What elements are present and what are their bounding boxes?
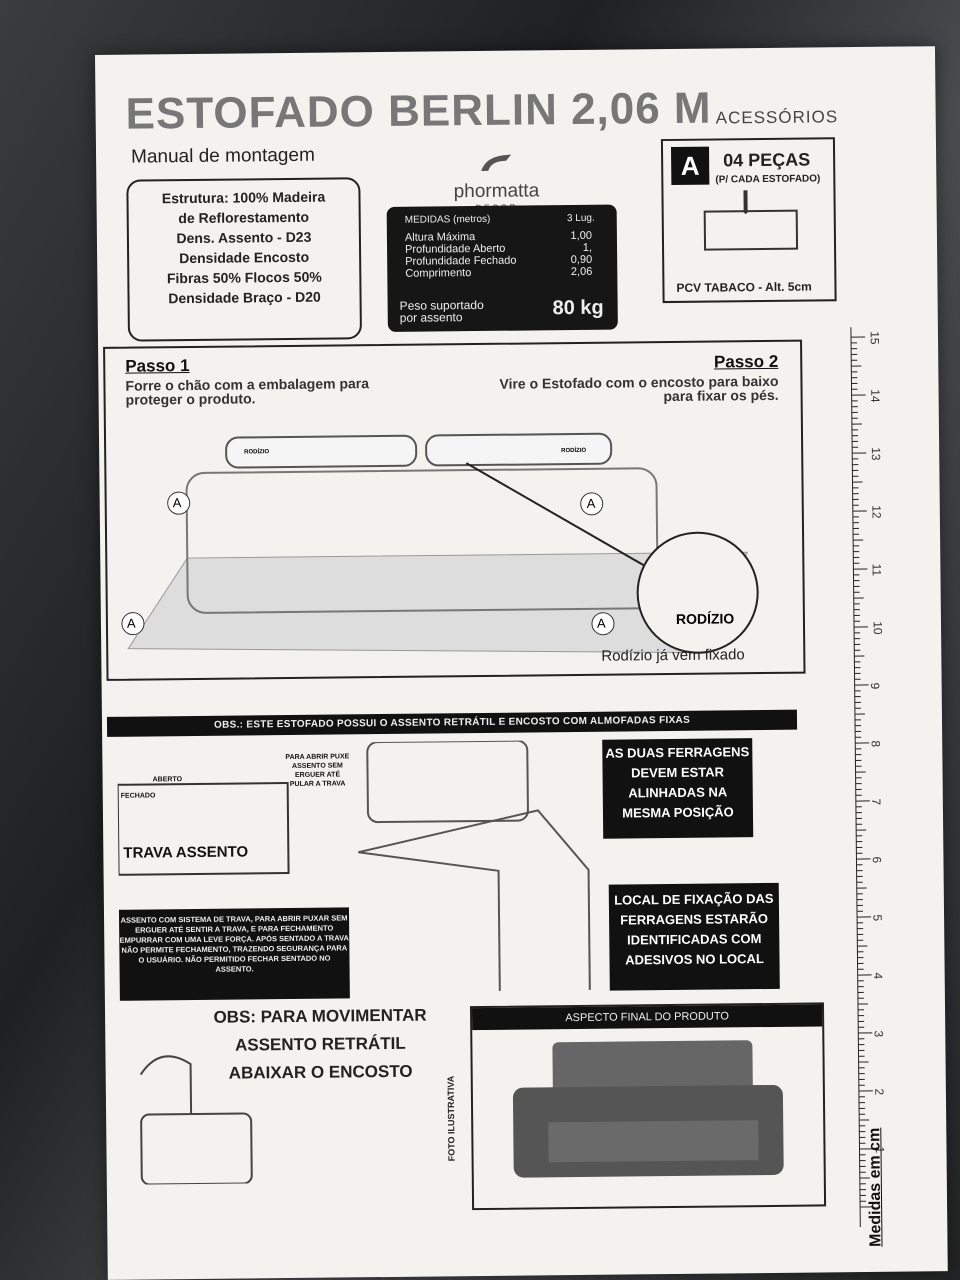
closed-label: FECHADO	[120, 792, 156, 800]
spec-line: Dens. Assento - D23	[176, 228, 312, 247]
foot-block-icon	[703, 209, 799, 251]
measure-value: 2,06	[570, 265, 593, 279]
spec-line: Fibras 50% Flocos 50%	[166, 268, 322, 287]
measures-header-right: 3 Lug.	[566, 212, 595, 225]
ruler-number: 15	[867, 331, 882, 345]
weight-value: 80 kg	[552, 296, 604, 320]
ruler-number: 10	[870, 621, 885, 635]
hardware-location-box: LOCAL DE FIXAÇÃO DAS FERRAGENS ESTARÃO I…	[608, 882, 780, 991]
final-product-title: ASPECTO FINAL DO PRODUTO	[472, 1004, 823, 1031]
ruler-number: 12	[869, 505, 884, 519]
material-specs-box: Estrutura: 100% Madeira de Reflorestamen…	[126, 177, 362, 342]
final-product-panel: ASPECTO FINAL DO PRODUTO	[469, 1002, 827, 1211]
ruler-number: 3	[871, 1030, 886, 1038]
measure-row: Comprimento 2,06	[387, 266, 617, 280]
step1-title: Passo 1	[125, 356, 190, 376]
ruler-number: 13	[868, 447, 883, 461]
brand-logo: phormatta DECOR	[426, 150, 567, 213]
screw-icon	[743, 190, 748, 215]
steps-panel: Passo 1 Forre o chão com a embalagem par…	[103, 339, 806, 681]
marker-a: A	[126, 615, 136, 631]
step2-description: Vire o Estofado com o encosto para baixo…	[499, 372, 779, 405]
measures-header-left: MEDIDAS (metros)	[404, 213, 491, 226]
accessory-per: (P/ CADA ESTOFADO)	[715, 173, 821, 186]
sofa-diagram	[121, 432, 759, 654]
recline-diagram	[139, 1055, 253, 1185]
seat-lock-text: ASSENTO COM SISTEMA DE TRAVA, PARA ABRIR…	[118, 907, 350, 1001]
ruler-ticks	[850, 327, 875, 1228]
ruler-number: 7	[869, 798, 884, 806]
accessory-letter: A	[670, 146, 710, 185]
marker-a: A	[172, 495, 182, 511]
measure-label: Comprimento	[405, 267, 472, 280]
measurements-panel: MEDIDAS (metros) 3 Lug. Altura Máxima 1,0…	[386, 204, 618, 332]
brand-name: phormatta	[453, 180, 540, 203]
accessories-box: A 04 PEÇAS (P/ CADA ESTOFADO) PCV TABACO…	[660, 137, 837, 304]
ruler-number: 9	[867, 682, 883, 690]
seat-lock-label: TRAVA ASSENTO	[123, 843, 249, 862]
hardware-alignment-box: AS DUAS FERRAGENS DEVEM ESTAR ALINHADAS …	[602, 738, 754, 839]
spec-line: Densidade Braço - D20	[168, 288, 321, 307]
step1-description: Forre o chão com a embalagem para proteg…	[125, 375, 370, 408]
measure-value: 1,	[582, 241, 593, 254]
caster-small-label: RODÍZIO	[561, 447, 587, 455]
observation-bar: OBS.: ESTE ESTOFADO POSSUI O ASSENTO RET…	[106, 709, 798, 737]
accessories-heading: ACESSÓRIOS	[715, 107, 839, 128]
measure-label: Altura Máxima	[404, 231, 476, 244]
measure-value: 0,90	[570, 253, 593, 267]
open-label: ABERTO	[152, 776, 183, 784]
assembly-manual-sheet: ESTOFADO BERLIN 2,06 M Manual de montage…	[95, 46, 948, 1280]
illustrative-photo-label: FOTO ILUSTRATIVA	[445, 1075, 457, 1162]
sofa-photo	[512, 1040, 784, 1178]
spec-line: Estrutura: 100% Madeira	[161, 188, 326, 207]
caster-label: RODÍZIO	[675, 610, 735, 627]
chair-logo-icon	[481, 154, 512, 171]
measure-value: 1,00	[570, 229, 592, 243]
manual-title: ESTOFADO BERLIN 2,06 M	[125, 83, 712, 139]
seat-diagram	[117, 739, 592, 995]
accessory-item: PCV TABACO - Alt. 5cm	[676, 279, 812, 295]
open-instruction: PARA ABRIR PUXE ASSENTO SEM ERGUER ATÉ P…	[285, 753, 350, 788]
ruler-number: 5	[870, 914, 885, 922]
ruler-number: 4	[870, 972, 886, 980]
marker-a: A	[586, 495, 596, 511]
measure-label: Profundidade Aberto	[404, 242, 506, 256]
manual-subtitle: Manual de montagem	[130, 144, 315, 168]
measure-label: Profundidade Fechado	[405, 254, 517, 268]
caster-small-label: RODÍZIO	[244, 449, 270, 456]
ruler-number: 11	[869, 563, 884, 577]
ruler-label: Medidas em cm	[866, 1127, 885, 1247]
weight-label: Peso suportado por assento	[399, 297, 484, 325]
spec-line: de Reflorestamento	[178, 208, 310, 227]
caster-note: Rodízio já vem fixado	[601, 646, 745, 665]
marker-a: A	[596, 615, 606, 631]
accessory-count: 04 PEÇAS	[723, 149, 811, 171]
spec-line: Densidade Encosto	[179, 248, 310, 267]
ruler-number: 8	[868, 740, 883, 748]
ruler-number: 6	[869, 856, 884, 864]
step2-title: Passo 2	[713, 351, 779, 372]
ruler-number: 14	[868, 389, 883, 403]
